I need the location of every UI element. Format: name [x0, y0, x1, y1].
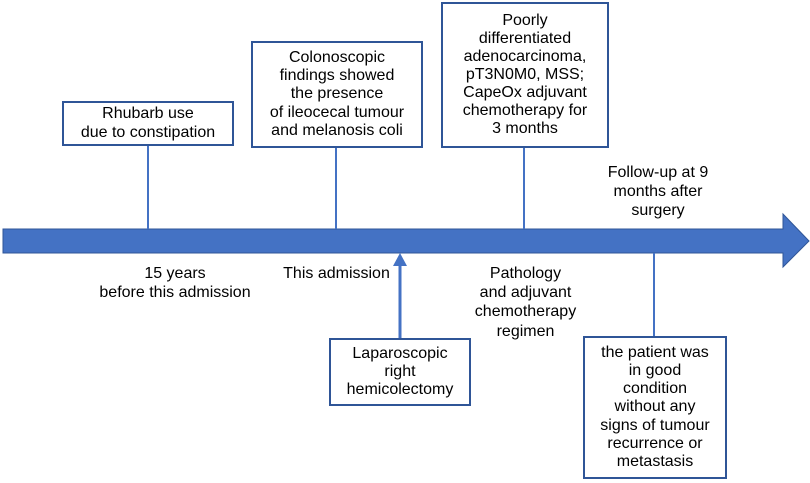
- surgery-arrowhead: [393, 253, 407, 266]
- rhubarb-use-box: Rhubarb use due to constipation: [62, 101, 234, 146]
- pathology-result-box: Poorly differentiated adenocarcinoma, pT…: [441, 2, 609, 148]
- rhubarb-time-label: 15 years before this admission: [99, 265, 251, 302]
- follow-up-outcome-box: the patient was in good condition withou…: [583, 336, 727, 479]
- pathology-label: Pathology and adjuvant chemotherapy regi…: [474, 265, 577, 340]
- timeline-arrow: [2, 212, 810, 269]
- follow-up-label: Follow-up at 9 months after surgery: [607, 164, 709, 220]
- admission-label: This admission: [283, 265, 390, 282]
- laparoscopic-surgery-box: Laparoscopic right hemicolectomy: [329, 338, 471, 406]
- colonoscopic-findings-box: Colonoscopic findings showed the presenc…: [251, 41, 423, 148]
